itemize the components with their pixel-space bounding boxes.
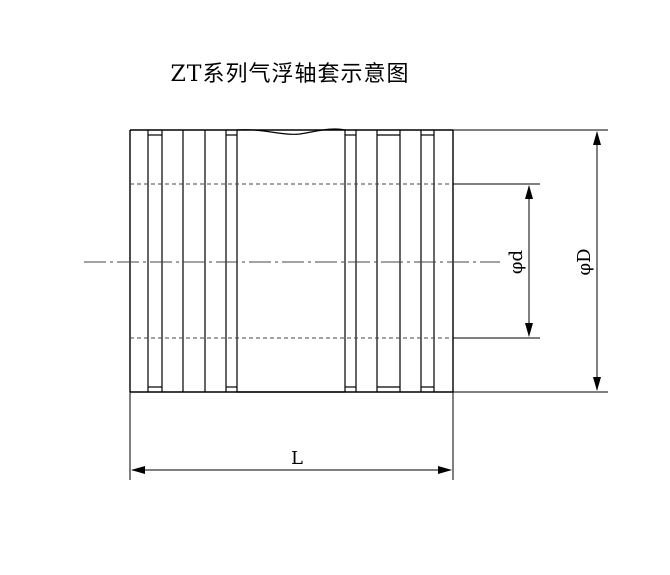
length-label: L	[291, 448, 303, 469]
groove-rings-left	[147, 130, 238, 392]
cutaway-section	[236, 128, 357, 393]
bushing-body	[129, 129, 454, 393]
outer-diameter-dimension	[453, 129, 608, 393]
groove-rings-right	[376, 130, 435, 392]
outer-diameter-label: φD	[574, 248, 595, 275]
inner-diameter-label: φd	[506, 250, 527, 274]
diagram-title: ZT系列气浮轴套示意图	[170, 62, 410, 87]
inner-diameter-dimension	[453, 183, 540, 339]
inner-bore-hidden-lines	[130, 183, 453, 339]
length-dimension	[129, 392, 454, 480]
